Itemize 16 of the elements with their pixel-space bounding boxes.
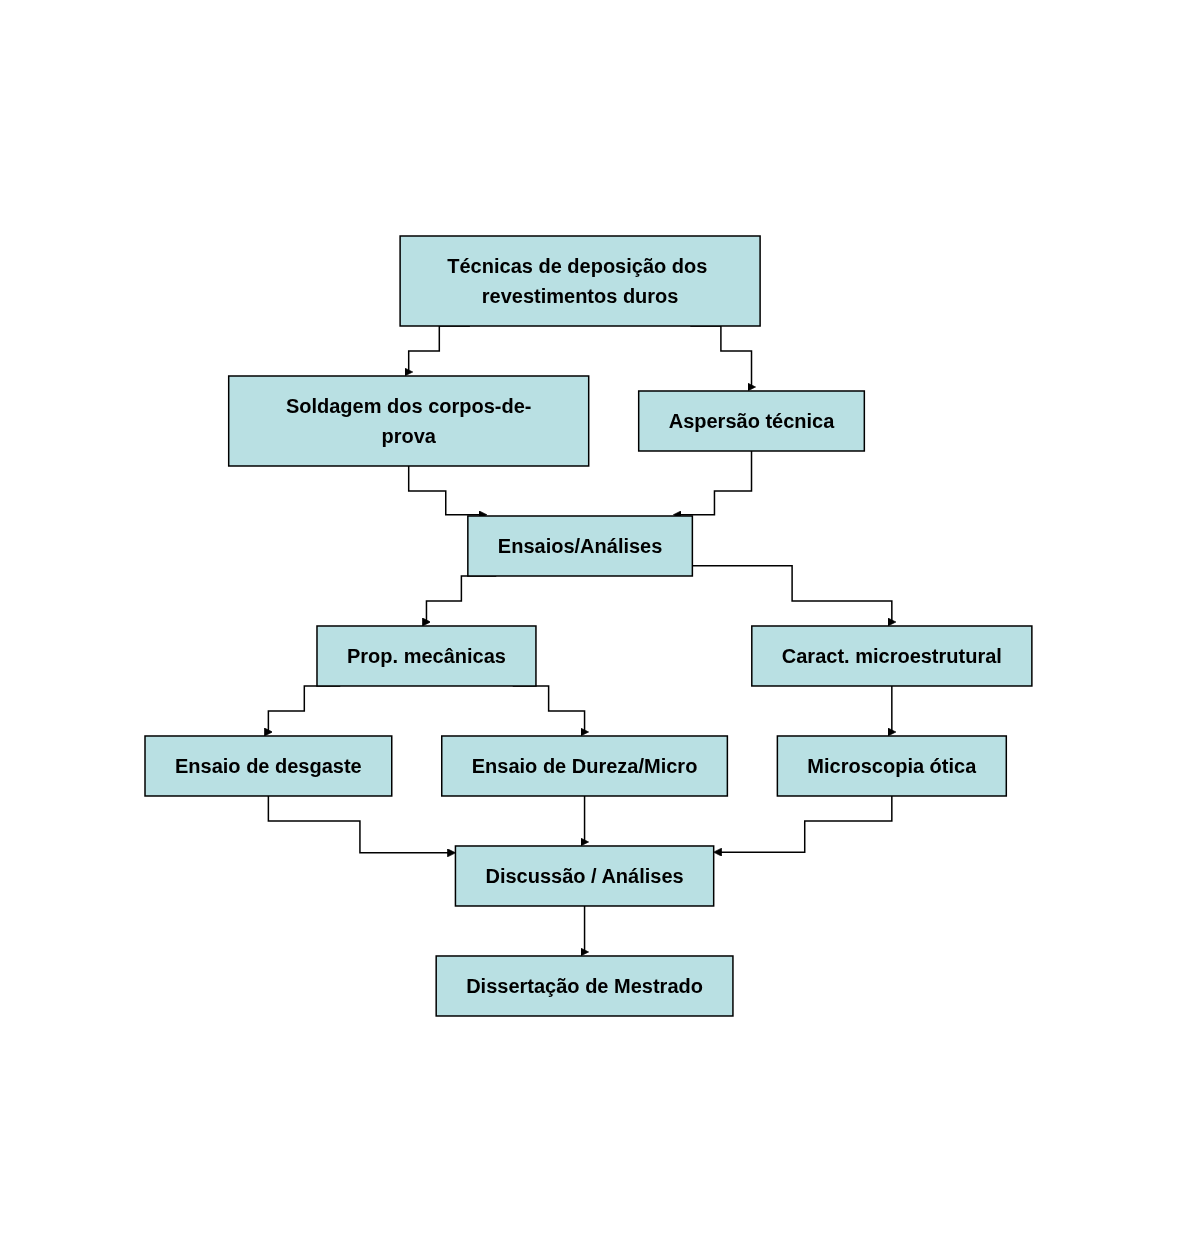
node-box: Ensaios/Análises	[467, 515, 694, 577]
node-box: Caract. microestrutural	[751, 625, 1033, 687]
node-box: Dissertação de Mestrado	[435, 955, 734, 1017]
arrow	[713, 795, 893, 857]
node-box: Técnicas de deposição dos revestimentos duros	[399, 235, 761, 327]
node-box: Aspersão técnica	[638, 390, 866, 452]
node-box: Prop. mecânicas	[316, 625, 537, 687]
node-box: Ensaio de desgaste	[144, 735, 393, 797]
node-box: Discussão / Análises	[454, 845, 715, 907]
node-box: Microscopia ótica	[776, 735, 1008, 797]
arrow	[267, 795, 456, 858]
arrow	[887, 685, 897, 737]
arrow	[580, 795, 589, 847]
node-box: Ensaio de Dureza/Micro	[441, 735, 729, 797]
node-box: Soldagem dos corpos-de-prova	[228, 375, 590, 467]
arrow	[580, 905, 589, 957]
